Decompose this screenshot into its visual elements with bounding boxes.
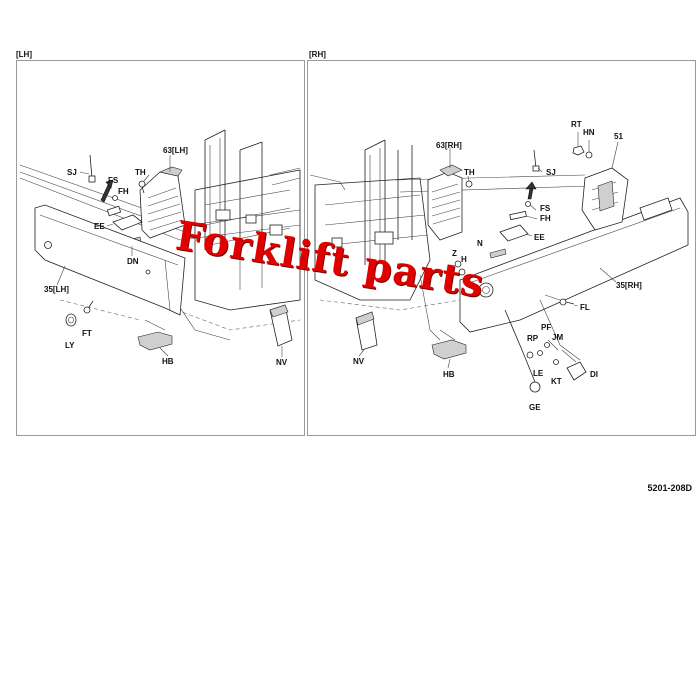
label-ee-lh: EE — [94, 222, 105, 231]
label-nv-rh: NV — [353, 357, 365, 366]
label-dn-lh: DN — [127, 257, 139, 266]
lh-assembly — [19, 129, 301, 357]
label-le-rh: LE — [533, 369, 544, 378]
label-fh-rh: FH — [540, 214, 551, 223]
label-kt-rh: KT — [551, 377, 562, 386]
label-35-lh: 35[LH] — [44, 285, 69, 294]
label-pf-rh: PF — [541, 323, 551, 332]
label-35-rh: 35[RH] — [616, 281, 642, 290]
label-51-rh: 51 — [614, 132, 623, 141]
label-fh-lh: FH — [118, 187, 129, 196]
label-63-rh: 63[RH] — [436, 141, 462, 150]
label-rp-rh: RP — [527, 334, 539, 343]
label-ly-lh: LY — [65, 341, 75, 350]
lh-panel-tag: [LH] — [16, 50, 32, 59]
label-fl-rh: FL — [580, 303, 590, 312]
rh-panel-tag: [RH] — [309, 50, 326, 59]
label-th-lh: TH — [135, 168, 146, 177]
label-sj-rh: SJ — [546, 168, 556, 177]
label-nv-lh: NV — [276, 358, 288, 367]
label-sj-lh: SJ — [67, 168, 77, 177]
label-63-lh: 63[LH] — [163, 146, 188, 155]
label-ge-rh: GE — [529, 403, 541, 412]
label-fs-rh: FS — [540, 204, 551, 213]
rh-assembly — [309, 132, 689, 393]
label-di-rh: DI — [590, 370, 598, 379]
label-ft-lh: FT — [82, 329, 92, 338]
label-z-rh: Z — [452, 249, 457, 258]
label-rt-rh: RT — [571, 120, 582, 129]
label-h-rh: H — [461, 255, 467, 264]
label-hn-rh: HN — [583, 128, 595, 137]
label-n-rh: N — [477, 239, 483, 248]
label-ee-rh: EE — [534, 233, 545, 242]
label-jm-rh: JM — [552, 333, 563, 342]
label-hb-lh: HB — [162, 357, 174, 366]
label-hb-rh: HB — [443, 370, 455, 379]
label-th-rh: TH — [464, 168, 475, 177]
sheet-code: 5201-208D — [647, 483, 692, 493]
label-fs-lh: FS — [108, 176, 119, 185]
